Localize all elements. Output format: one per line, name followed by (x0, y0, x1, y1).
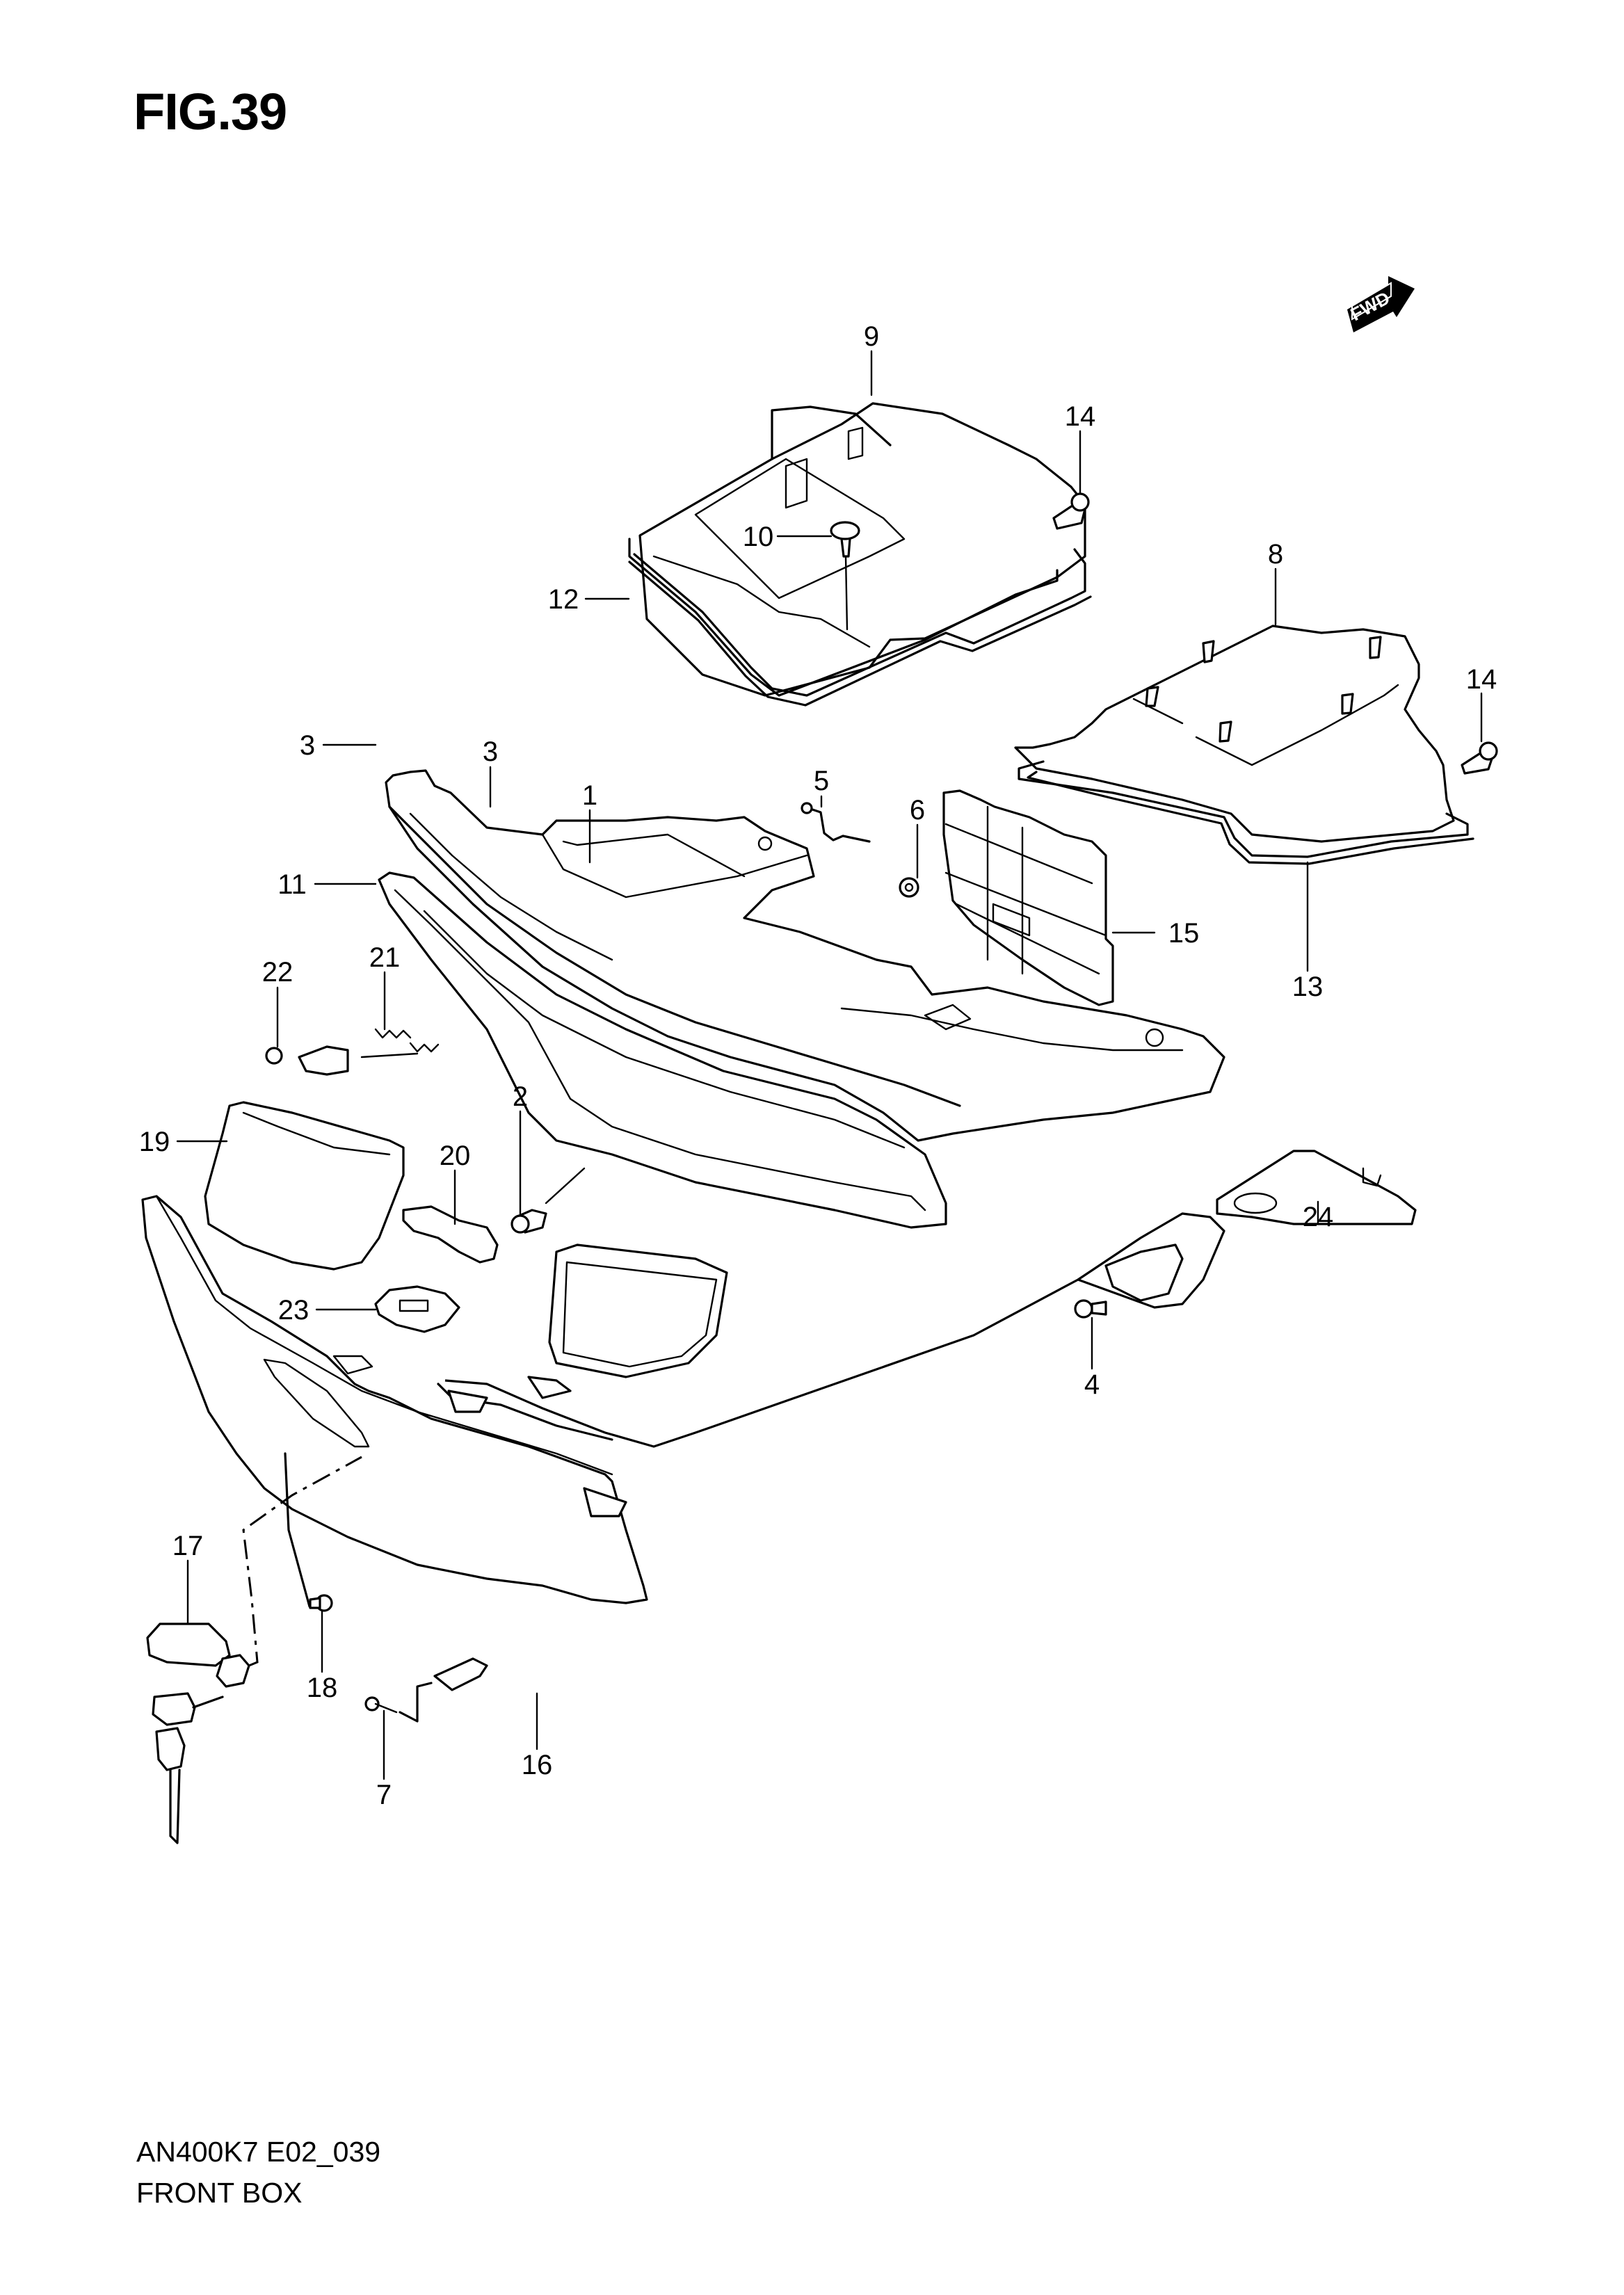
part-11-trim (378, 871, 947, 1229)
leader-lines (176, 350, 1483, 1780)
callout-7: 7 (376, 1780, 392, 1810)
model-code: AN400K7 E02_039 (136, 2136, 381, 2168)
callout-8: 8 (1268, 539, 1283, 570)
callout-1: 1 (582, 780, 597, 811)
callout-20: 20 (440, 1141, 471, 1171)
part-23-button (374, 1285, 460, 1333)
part-16-lid (141, 1195, 648, 1604)
callout-6: 6 (910, 795, 925, 826)
part-5-rod-end-icon (801, 802, 813, 814)
part-8-right-cover (1014, 625, 1455, 843)
callout-23: 23 (278, 1295, 309, 1326)
part-13-gasket (1018, 760, 1474, 865)
part-14-screw-icon-2 (1461, 741, 1498, 775)
part-5-rod (807, 807, 871, 843)
part-1-front-box (385, 769, 1225, 1142)
part-20-latch (402, 1205, 499, 1264)
callout-3-mid: 3 (483, 736, 498, 767)
part-9-cover (628, 402, 1086, 697)
callout-3: 3 (300, 730, 315, 761)
callout-16: 16 (522, 1750, 553, 1780)
callout-12: 12 (548, 584, 579, 615)
part-12-gasket (628, 548, 1092, 707)
callout-14: 14 (1065, 401, 1096, 432)
part-19-inner-lid (204, 1101, 405, 1271)
callout-4: 4 (1084, 1369, 1100, 1400)
callout-18: 18 (307, 1673, 338, 1703)
callout-11: 11 (278, 869, 307, 900)
part-17-lock-with-keys-icon (146, 1622, 250, 1844)
part-7-pin-icon (364, 1696, 398, 1714)
callout-labels: 9 14 10 12 8 14 3 3 1 5 6 11 15 13 22 21… (139, 321, 1497, 1810)
part-21-spring-icon (298, 1028, 440, 1076)
callout-15: 15 (1168, 918, 1200, 949)
part-22-clip-icon (265, 1047, 283, 1065)
part-6-nut-icon (899, 877, 919, 898)
callout-24: 24 (1303, 1202, 1334, 1232)
callout-9: 9 (864, 321, 879, 352)
callout-17: 17 (172, 1531, 204, 1561)
callout-2: 2 (513, 1081, 528, 1112)
part-15-panel (942, 789, 1114, 1006)
callout-14-right: 14 (1466, 664, 1497, 695)
part-2-bolt-icon (510, 1209, 547, 1234)
callout-22: 22 (262, 957, 294, 988)
part-18-leader-bracket (284, 1452, 311, 1608)
hinge-bracket (1104, 1243, 1184, 1302)
fwd-arrow-icon: FWD (1347, 276, 1415, 332)
callout-5: 5 (814, 766, 829, 796)
part-10-screw-icon (830, 521, 860, 631)
callout-10: 10 (743, 522, 774, 552)
figure-title: FIG.39 (134, 83, 287, 140)
part-4-screw-icon (1074, 1299, 1107, 1319)
section-name: FRONT BOX (136, 2177, 303, 2209)
callout-19: 19 (139, 1127, 170, 1157)
callout-21: 21 (369, 942, 401, 973)
part-24-cover (1216, 1150, 1417, 1225)
inner-storage-bin (437, 1212, 1225, 1517)
lid-hinge (433, 1657, 488, 1691)
part-18-screw-icon (309, 1594, 333, 1612)
part-17-leader-dash (242, 1456, 362, 1667)
part-7-leader-bracket (399, 1682, 433, 1723)
callout-13: 13 (1292, 972, 1324, 1002)
part-14-screw-icon (1052, 492, 1090, 530)
